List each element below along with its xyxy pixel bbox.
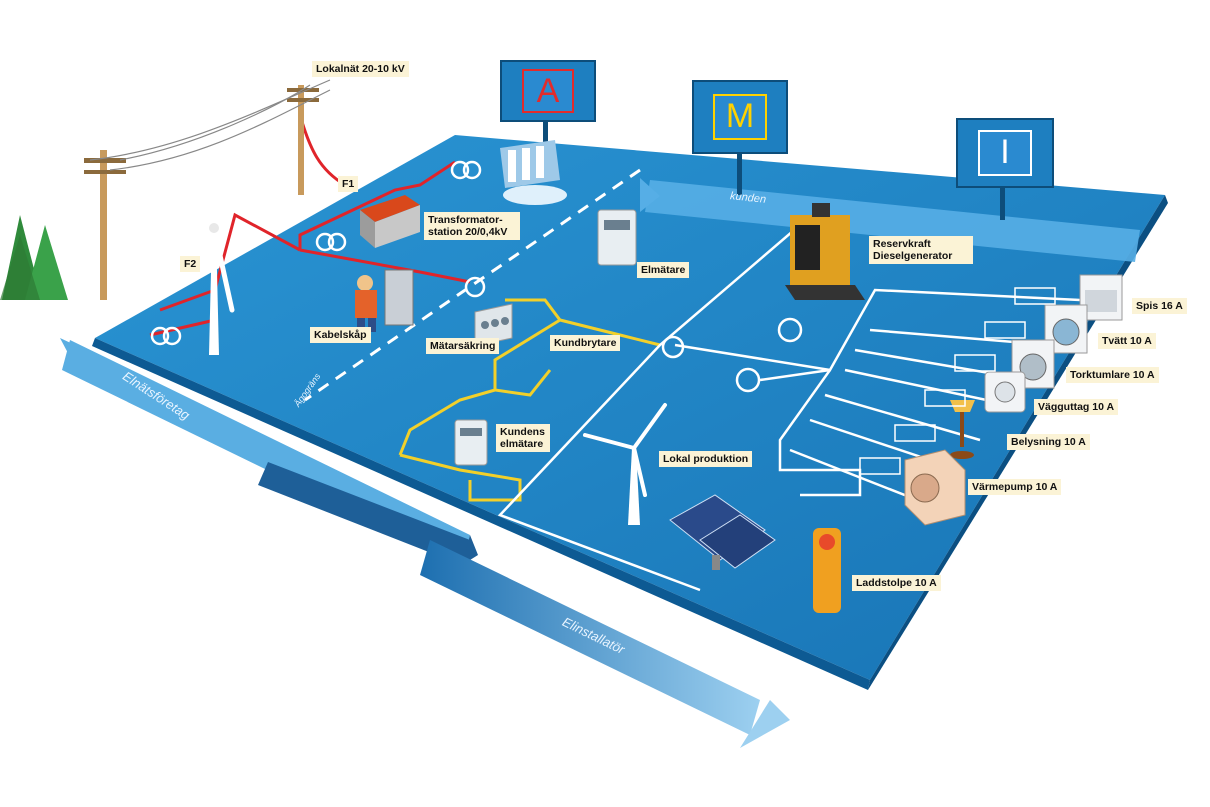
elinstallator-arrow <box>420 540 790 748</box>
trees-icon <box>0 215 68 300</box>
power-pole-right-icon <box>287 85 319 195</box>
kunden-arrow <box>640 178 1140 262</box>
electricity-meter-icon <box>597 209 637 266</box>
power-pole-left-icon <box>84 150 126 300</box>
label-tvatt: Tvätt 10 A <box>1098 333 1156 349</box>
sign-posts <box>543 120 1005 220</box>
label-laddstolpe: Laddstolpe 10 A <box>852 575 941 591</box>
label-belysning: Belysning 10 A <box>1007 434 1090 450</box>
lamp-icon <box>950 400 975 459</box>
power-lines <box>89 79 331 171</box>
sign-a: A <box>500 60 596 122</box>
wall-socket-icon <box>984 371 1026 413</box>
charging-post-icon <box>813 528 841 613</box>
label-spis: Spis 16 A <box>1132 298 1187 314</box>
hydro-station-icon <box>500 140 567 205</box>
label-f1: F1 <box>338 176 359 192</box>
cable-cabinet-icon <box>355 269 414 332</box>
transformer-symbol <box>150 160 482 346</box>
label-kabelskap: Kabelskåp <box>310 327 371 343</box>
customer-meter-icon <box>454 419 488 466</box>
label-elmatare: Elmätare <box>637 262 690 278</box>
diesel-generator-icon <box>785 203 865 300</box>
sign-i-letter: I <box>978 130 1032 176</box>
label-varmepump: Värmepump 10 A <box>968 479 1062 495</box>
label-vagguttag: Vägguttag 10 A <box>1034 399 1119 415</box>
label-lokal-produktion: Lokal produktion <box>659 451 753 467</box>
sign-m: M <box>692 80 788 154</box>
sign-i: I <box>956 118 1054 188</box>
yellow-network <box>398 298 661 502</box>
label-torktumlare: Torktumlare 10 A <box>1066 367 1159 383</box>
wind-turbine-small-icon <box>583 403 667 525</box>
sign-a-letter: A <box>522 69 574 113</box>
label-transformator: Transformator-station 20/0,4kV <box>424 212 520 240</box>
agograns-line <box>304 168 641 402</box>
label-f2: F2 <box>180 256 201 272</box>
label-kundens-elmatare: Kundens elmätare <box>496 424 550 452</box>
label-reservkraft: Reservkraft Dieselgenerator <box>869 236 973 264</box>
outlet-symbols <box>859 287 1056 475</box>
heat-pump-icon <box>904 449 966 526</box>
label-lokalnat: Lokalnät 20-10 kV <box>312 61 409 77</box>
label-kundbrytare: Kundbrytare <box>550 335 621 351</box>
meter-fuse-icon <box>474 303 513 347</box>
transformer-station-icon <box>360 195 420 248</box>
wind-turbine-large-icon <box>127 157 265 355</box>
label-matarsakring: Mätarsäkring <box>426 338 500 354</box>
sign-m-letter: M <box>713 94 767 140</box>
solar-panel-icon <box>669 494 776 570</box>
